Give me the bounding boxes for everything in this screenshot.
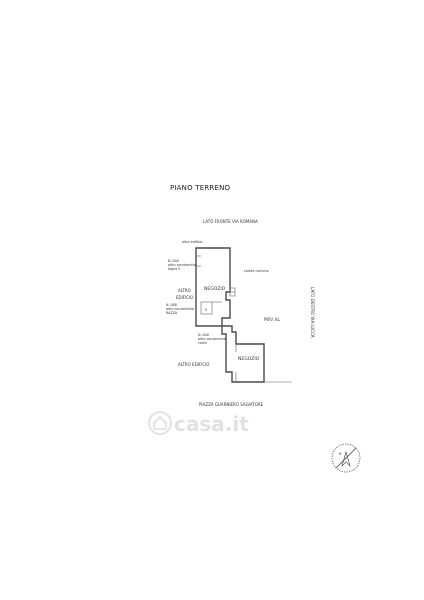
- top-street-label: LATO FRONTE VIA ROMANA: [203, 219, 258, 224]
- stair-detail: [229, 287, 236, 297]
- compass-letter: N: [339, 452, 342, 456]
- room-upper-label: NEGOZIO: [204, 286, 226, 292]
- wc-room: [200, 301, 213, 315]
- mid-neighbor-line2: altro condominio: [166, 307, 194, 311]
- upper-neighbor-code: N. 000: [168, 259, 179, 263]
- north-wall-label: altro edificio: [182, 240, 202, 244]
- courtyard-label: cortile comune: [244, 269, 269, 273]
- right-area-label: PRIV. KL: [264, 317, 281, 322]
- room-lower-label: NEGOZIO: [238, 356, 260, 362]
- lower-neighbor-code: N. 000: [198, 333, 209, 337]
- upper-neighbor-line2: altro condominio: [168, 263, 196, 267]
- watermark-text: casa.it: [174, 412, 249, 436]
- plan-title: PIANO TERRENO: [170, 184, 231, 192]
- lower-unit-walls: [221, 325, 292, 383]
- altro-edificio-left-1: ALTRO: [178, 288, 191, 293]
- casa-it-watermark: casa.it: [148, 411, 249, 436]
- right-street-label: LATO DESTRO VIA LUCCA: [310, 287, 315, 338]
- lower-neighbor-line2: altro condominio: [198, 337, 226, 341]
- mid-neighbor-line3: RAZZA: [166, 311, 178, 315]
- bottom-street-label: PIAZZA GUARNIERO SALVATORE: [199, 402, 264, 407]
- upper-unit-walls: [195, 247, 231, 327]
- lower-neighbor-line3: corte: [198, 341, 207, 345]
- upper-neighbor-line3: foglio 5: [168, 267, 180, 271]
- altro-edificio-left-2: EDIFICIO: [176, 295, 193, 300]
- watermark-logo-icon: [148, 411, 172, 435]
- altro-edificio-bottom: ALTRO EDIFICIO: [178, 362, 209, 367]
- mid-neighbor-code: N. 088: [166, 303, 177, 307]
- compass-icon: N: [331, 443, 361, 473]
- wc-label: S: [205, 308, 207, 312]
